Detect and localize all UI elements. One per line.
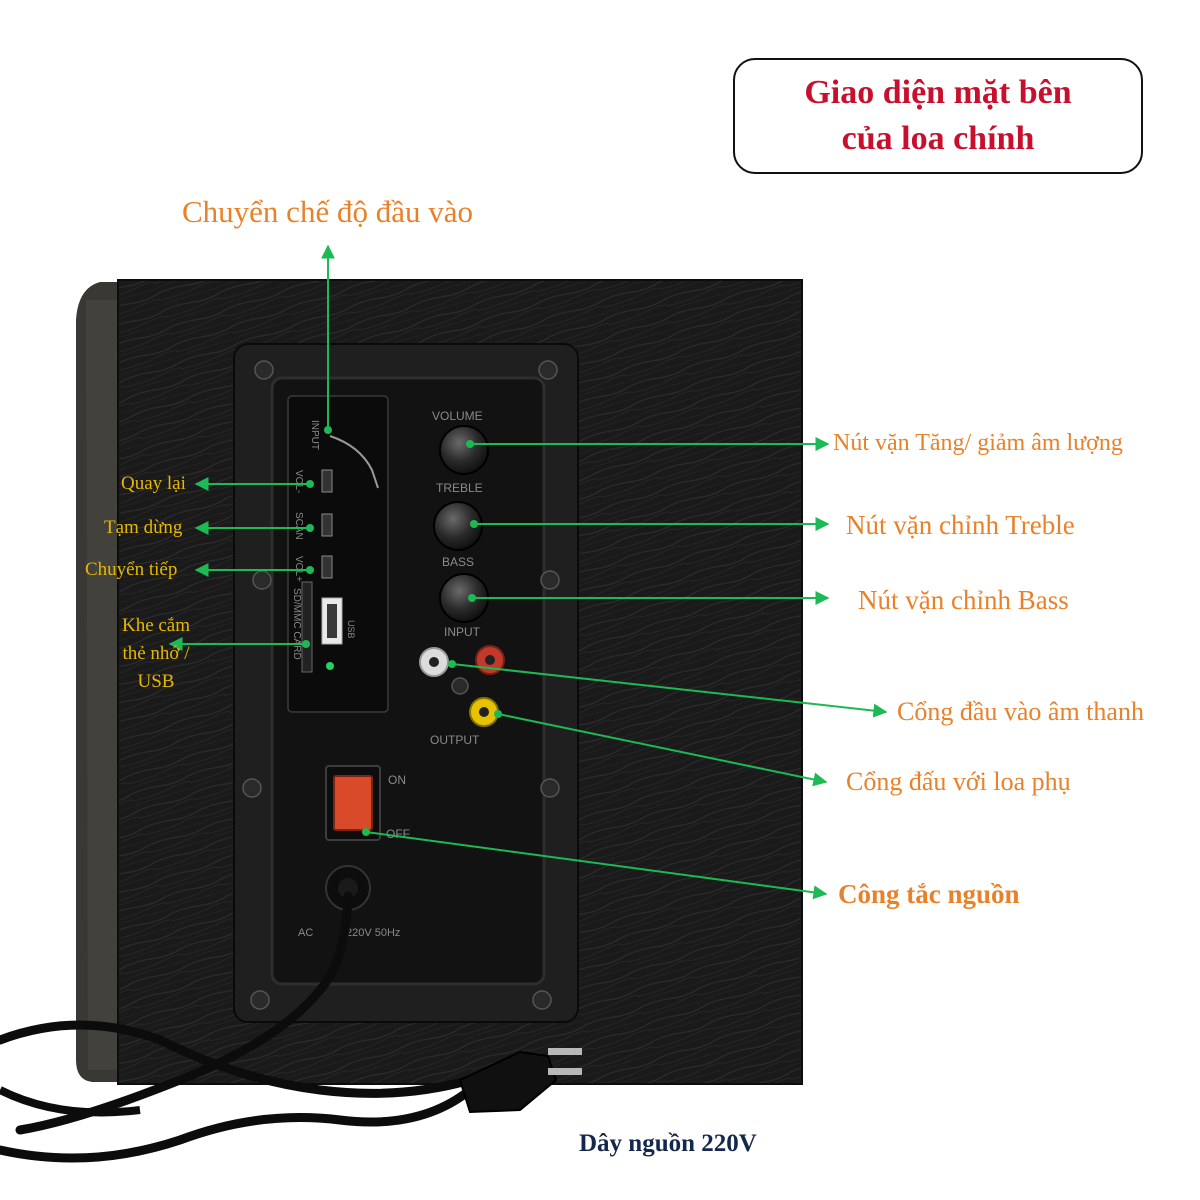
title-box: Giao diện mặt bên của loa chính <box>733 58 1143 174</box>
label-treble-knob: Nút vặn chỉnh Treble <box>846 510 1075 540</box>
label-input-mode: Chuyển chế độ đầu vào <box>182 194 473 229</box>
label-audio-input-port: Cổng đầu vào âm thanh <box>897 697 1144 726</box>
screw-icon <box>254 360 274 380</box>
svg-text:VOLUME: VOLUME <box>432 409 483 423</box>
title-line-1: Giao diện mặt bên <box>804 74 1072 111</box>
svg-text:AC: AC <box>298 927 313 939</box>
status-led <box>326 662 334 670</box>
tone-controls: VOLUME TREBLE BASS INPUT <box>432 409 489 639</box>
svg-text:SCAN: SCAN <box>293 512 304 540</box>
next-button[interactable] <box>321 555 333 579</box>
power-switch[interactable] <box>333 775 373 831</box>
leader-lines <box>168 244 888 900</box>
volume-knob[interactable] <box>439 425 489 475</box>
input-cable-icon <box>329 435 379 489</box>
sd-card-slot[interactable] <box>301 581 313 673</box>
title-line-2: của loa chính <box>841 120 1035 157</box>
label-next: Chuyển tiếp <box>85 559 178 580</box>
screw-icon <box>540 778 560 798</box>
screw-icon <box>250 990 270 1010</box>
svg-text:ON: ON <box>388 773 406 787</box>
label-prev: Quay lại <box>121 473 186 494</box>
svg-text:INPUT: INPUT <box>444 625 481 639</box>
media-player-module: INPUT VOL- SCAN VOL+ SD/MMC CARD USB <box>287 395 389 713</box>
pause-button[interactable] <box>321 513 333 537</box>
rear-control-plate <box>233 343 579 1023</box>
speaker-side-fabric <box>76 282 122 1082</box>
power-cord-area: AC 220V 50Hz <box>298 865 400 939</box>
prev-button[interactable] <box>321 469 333 493</box>
label-sub-output-port: Cổng đấu với loa phụ <box>846 767 1071 796</box>
power-cord <box>0 891 582 1163</box>
label-power-cord: Dây nguồn 220V <box>579 1130 757 1157</box>
svg-text:SD/MMC CARD: SD/MMC CARD <box>291 588 302 660</box>
input-marking: INPUT <box>309 420 320 450</box>
treble-knob[interactable] <box>433 501 483 551</box>
power-switch-area: ON OFF <box>325 765 410 841</box>
screw-icon <box>532 990 552 1010</box>
screw-icon <box>451 677 469 695</box>
svg-text:220V 50Hz: 220V 50Hz <box>346 927 400 939</box>
label-bass-knob: Nút vặn chỉnh Bass <box>858 585 1069 615</box>
screw-icon <box>540 570 560 590</box>
rca-jacks: OUTPUT <box>419 645 505 747</box>
svg-text:TREBLE: TREBLE <box>436 481 483 495</box>
power-plug <box>458 1050 558 1114</box>
svg-text:BASS: BASS <box>442 555 474 569</box>
label-card-slot: Khe cắm thẻ nhớ / USB <box>121 615 191 692</box>
svg-text:OFF: OFF <box>386 827 410 841</box>
screw-icon <box>252 570 272 590</box>
label-power-switch: Công tắc nguồn <box>838 879 1020 909</box>
svg-text:USB: USB <box>346 620 356 639</box>
screw-icon <box>242 778 262 798</box>
svg-text:VOL-: VOL- <box>293 470 304 493</box>
svg-text:OUTPUT: OUTPUT <box>430 733 480 747</box>
label-volume-knob: Nút vặn Tăng/ giảm âm lượng <box>833 430 1123 456</box>
screw-icon <box>538 360 558 380</box>
label-pause: Tạm dừng <box>104 517 183 538</box>
